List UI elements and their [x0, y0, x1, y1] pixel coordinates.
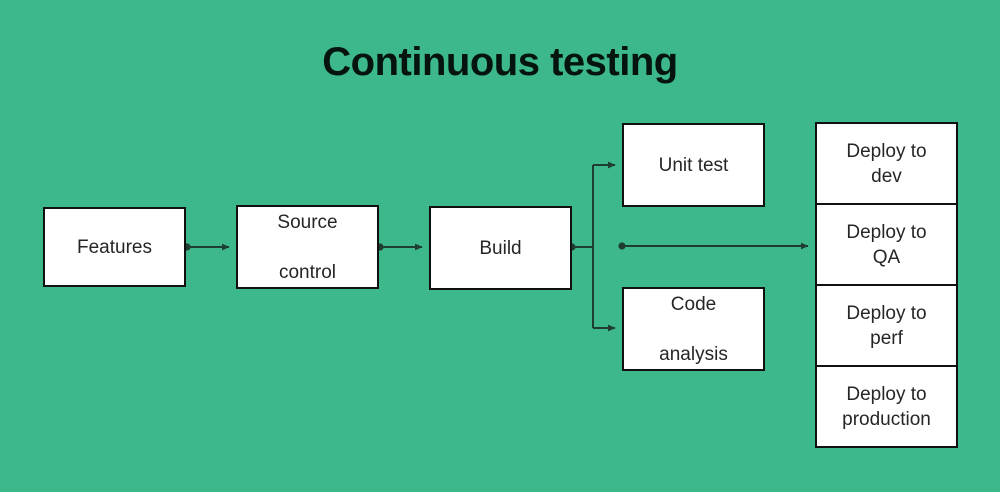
node-source-control-label-line1: Source	[277, 211, 338, 233]
node-deploy-production[interactable]: Deploy to production	[817, 367, 956, 446]
node-deploy-qa[interactable]: Deploy to QA	[817, 205, 956, 286]
node-features[interactable]: Features	[43, 207, 186, 287]
connector-build-to-deploy-qa	[618, 242, 809, 250]
node-deploy-perf-label-line1: Deploy to	[846, 302, 927, 324]
node-deploy-perf-label: Deploy to perf	[846, 301, 926, 351]
node-source-control-label: Source control	[265, 210, 349, 285]
node-deploy-dev-label: Deploy to dev	[846, 139, 926, 189]
node-deploy-dev[interactable]: Deploy to dev	[817, 124, 956, 205]
node-code-analysis-label: Code analysis	[647, 292, 740, 367]
node-unit-test-label: Unit test	[658, 154, 729, 176]
connector-features-to-source-control	[183, 243, 230, 251]
node-deploy-perf[interactable]: Deploy to perf	[817, 286, 956, 367]
node-deploy-dev-label-line2: dev	[871, 165, 902, 187]
node-deploy-production-label-line1: Deploy to	[846, 383, 927, 405]
node-code-analysis-label-line1: Code	[670, 293, 717, 315]
node-deploy-production-label-line2: production	[842, 408, 931, 430]
node-code-analysis-label-line2: analysis	[659, 343, 728, 365]
deploy-stack: Deploy to dev Deploy to QA Deploy to per…	[815, 122, 958, 448]
node-build[interactable]: Build	[429, 206, 572, 290]
node-code-analysis[interactable]: Code analysis	[622, 287, 765, 371]
connector-build-branch	[568, 165, 594, 328]
node-deploy-qa-label-line1: Deploy to	[846, 221, 927, 243]
node-deploy-qa-label: Deploy to QA	[846, 220, 926, 270]
node-build-label: Build	[479, 237, 522, 259]
node-features-label: Features	[77, 236, 152, 258]
node-deploy-qa-label-line2: QA	[872, 246, 901, 268]
node-source-control-label-line2: control	[278, 261, 336, 283]
page-title: Continuous testing	[322, 40, 678, 84]
node-deploy-perf-label-line2: perf	[870, 327, 903, 349]
node-deploy-dev-label-line1: Deploy to	[846, 140, 927, 162]
node-source-control[interactable]: Source control	[236, 205, 379, 289]
node-unit-test[interactable]: Unit test	[622, 123, 765, 207]
node-deploy-production-label: Deploy to production	[842, 382, 931, 432]
connector-source-control-to-build	[376, 243, 423, 251]
